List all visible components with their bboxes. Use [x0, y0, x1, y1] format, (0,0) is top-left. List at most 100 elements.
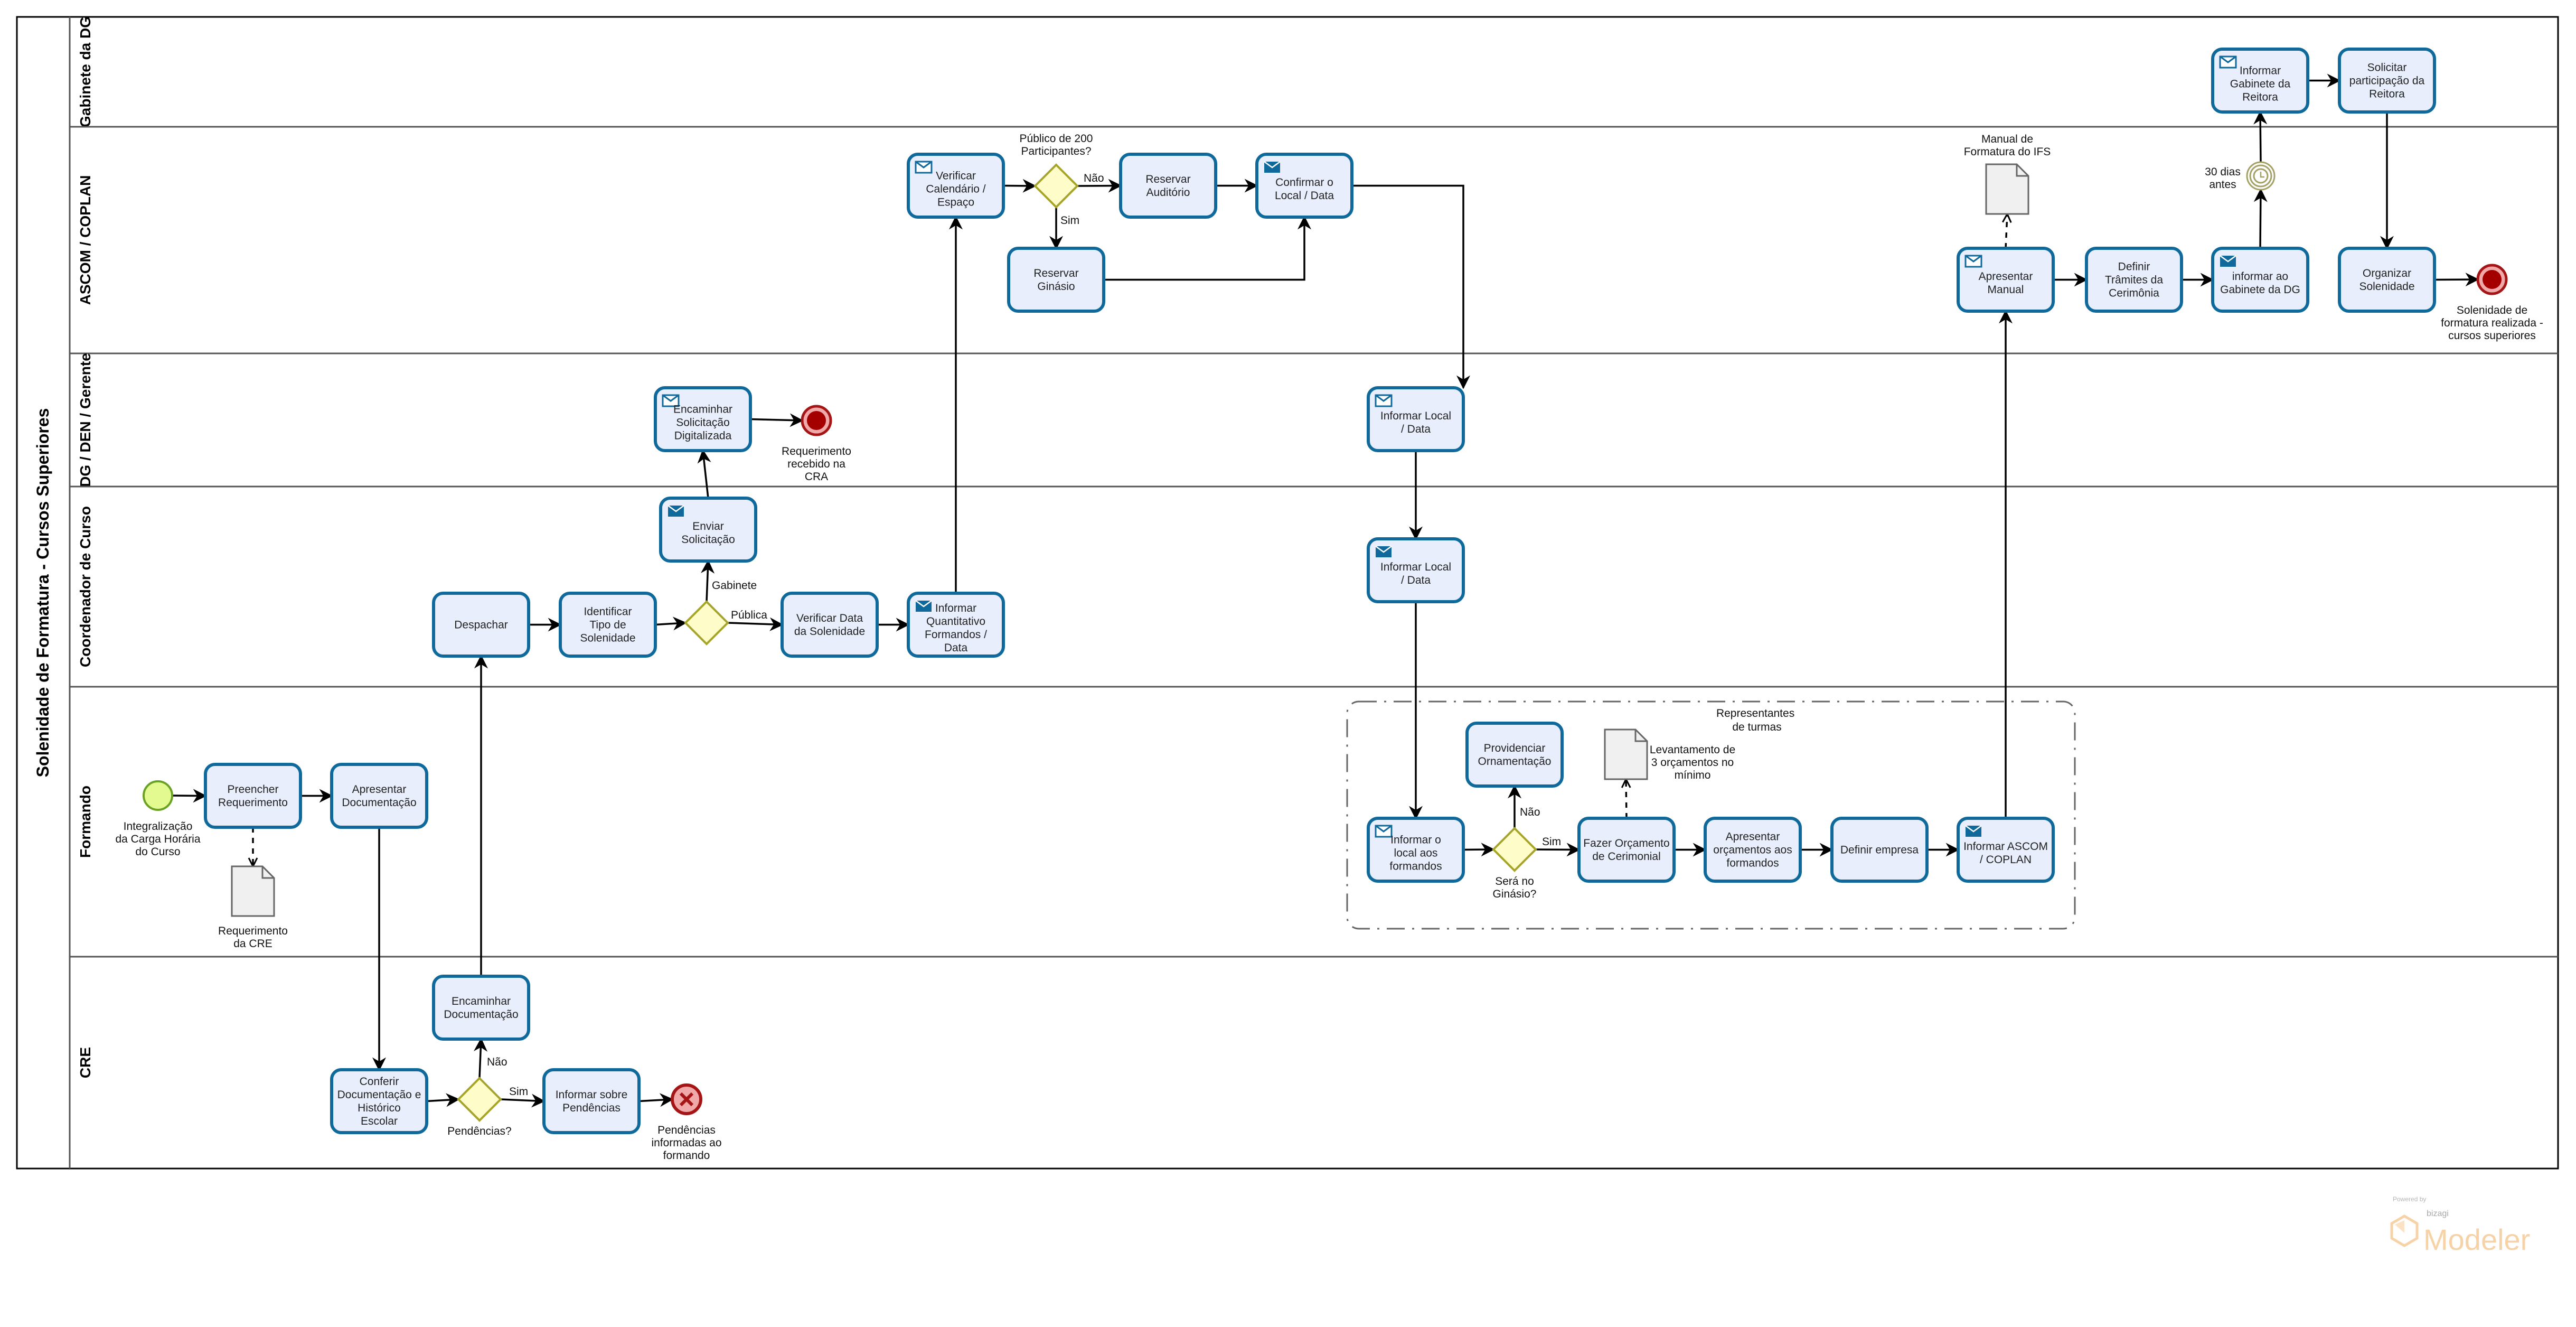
flow-ginasio-sim[interactable]: [1535, 843, 1581, 857]
flow-enviar-encaminhar[interactable]: [697, 449, 711, 499]
lane-label: Coordenador de Curso: [77, 506, 93, 667]
gateway-pendencias[interactable]: [457, 1077, 502, 1122]
lane-label: DG / DEN / Gerente: [77, 353, 93, 487]
event-start[interactable]: [143, 780, 173, 811]
flow-ginasio-confirmar[interactable]: [1104, 216, 1311, 281]
gateway-ginasio[interactable]: [1492, 827, 1537, 872]
sequence-flows: [172, 73, 2479, 1108]
task-despachar[interactable]: Despachar: [432, 592, 530, 658]
event-end-error[interactable]: [671, 1083, 702, 1115]
receive-message-icon: [1375, 394, 1393, 407]
flow-pendencias-nao[interactable]: [474, 1038, 488, 1079]
watermark-brand: bizagi: [2427, 1209, 2449, 1218]
receive-message-icon: [915, 161, 933, 174]
flow-conferir-gateway[interactable]: [426, 1093, 460, 1107]
send-message-icon: [2220, 255, 2236, 267]
task-definir-empresa[interactable]: Definir empresa: [1830, 817, 1929, 883]
lane-cre: CRE: [70, 956, 2558, 1078]
task-informar-local-coord[interactable]: Informar Local/ Data: [1367, 537, 1465, 603]
data-object-doc-cre[interactable]: [231, 865, 275, 917]
flow-pendencias-sim[interactable]: [500, 1094, 546, 1108]
flow-formandos-gateway[interactable]: [1463, 843, 1495, 857]
watermark-powered-by: Powered by: [2393, 1195, 2426, 1203]
flow-identificar-gateway[interactable]: [655, 616, 687, 631]
event-end-final[interactable]: [2476, 264, 2508, 295]
send-message-icon: [1375, 545, 1392, 557]
timer-icon: [2246, 161, 2276, 191]
task-label: Informar Local/ Data: [1380, 561, 1451, 586]
gateway-tipo[interactable]: [684, 600, 729, 646]
flow-confirmar-informardg[interactable]: [1352, 184, 1470, 389]
task-informar-local-dg[interactable]: Informar Local/ Data: [1367, 386, 1465, 452]
flow-timer-reitora[interactable]: [2253, 110, 2268, 163]
flow-organizar-end[interactable]: [2434, 273, 2479, 287]
event-end-cra[interactable]: [801, 405, 832, 436]
flow-informar-end[interactable]: [638, 1093, 674, 1107]
lane-formando: Formando: [70, 686, 2558, 858]
flow-encaminhar-end[interactable]: [750, 413, 804, 427]
send-message-icon: [915, 600, 932, 612]
receive-message-icon: [2219, 55, 2237, 69]
lane-dg: DG / DEN / Gerente: [70, 352, 2558, 487]
flow-gabinete-timer[interactable]: [2253, 188, 2268, 249]
flow-tipo-gabinete[interactable]: [701, 559, 715, 602]
flow-tipo-publica[interactable]: [727, 617, 784, 631]
event-timer[interactable]: [2246, 161, 2276, 191]
flow-label-pend-nao: Não: [487, 1056, 507, 1068]
data-object-doc-levant[interactable]: [1604, 728, 1648, 780]
task-label: Definir empresa: [1840, 844, 1919, 856]
group-label-line1: Representantes: [1716, 707, 1794, 719]
data-object-doc-manual[interactable]: [1985, 163, 2029, 215]
task-label: Informar Local/ Data: [1380, 410, 1451, 435]
task-informar-ascom[interactable]: Informar ASCOM/ COPLAN: [1957, 817, 2055, 883]
lane-ascom: ASCOM / COPLAN: [70, 126, 2558, 305]
association-levantamento[interactable]: [1626, 779, 1627, 819]
lane-label: Formando: [77, 786, 93, 858]
flow-label-pub-sim: Sim: [1060, 214, 1079, 227]
gateway-publico[interactable]: [1033, 163, 1079, 209]
